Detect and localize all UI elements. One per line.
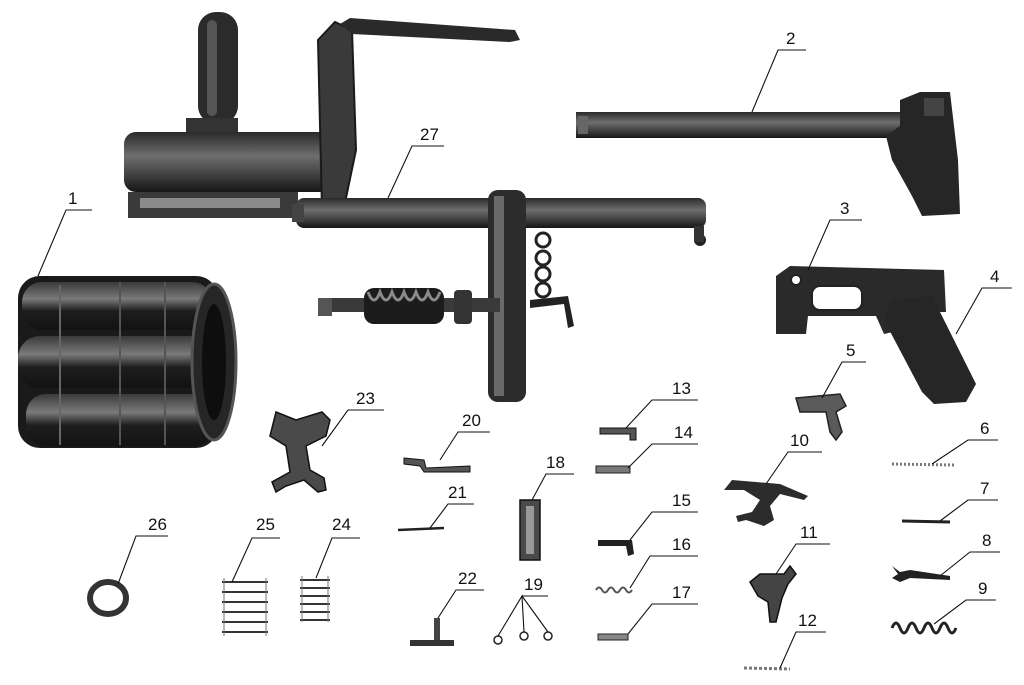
part-8-spring-guide [892, 566, 950, 582]
leader-17 [627, 603, 698, 635]
leader-6 [931, 439, 998, 465]
callout-label-4: 4 [990, 267, 999, 286]
callout-label-17: 17 [672, 583, 691, 602]
callout-label-15: 15 [672, 491, 691, 510]
leader-8 [939, 551, 1000, 577]
part-14-pin [595, 465, 631, 474]
part-25-spring [222, 578, 268, 636]
part-13-lever [599, 427, 637, 441]
callout-label-5: 5 [846, 341, 855, 360]
leader-19b [521, 595, 549, 633]
part-9-spring [890, 621, 958, 635]
leader-22 [437, 589, 484, 619]
callout-label-21: 21 [448, 483, 467, 502]
leader-26 [117, 535, 168, 585]
callout-label-1: 1 [68, 189, 77, 208]
leader-12 [779, 631, 826, 669]
leader-15 [629, 511, 698, 541]
callout-label-25: 25 [256, 515, 275, 534]
leader-27 [387, 145, 444, 199]
callout-label-16: 16 [672, 535, 691, 554]
part-16-spring [595, 586, 633, 594]
callout-label-14: 14 [674, 423, 693, 442]
part-20-rod [403, 457, 471, 473]
part-5-lever [795, 393, 847, 442]
piston-assembly [318, 190, 574, 402]
callout-label-9: 9 [978, 579, 987, 598]
part-18-plate [519, 499, 541, 561]
part-22-striker [410, 618, 454, 646]
callout-label-19: 19 [524, 575, 543, 594]
leader-21 [429, 503, 474, 529]
leader-23 [321, 409, 384, 447]
callout-label-10: 10 [790, 431, 809, 450]
part-21-pin [397, 526, 445, 532]
part-23-ejector [269, 410, 331, 494]
leader-16 [629, 555, 698, 589]
part-12-pin [743, 666, 791, 671]
callout-label-18: 18 [546, 453, 565, 472]
callout-label-2: 2 [786, 29, 795, 48]
leader-11 [775, 543, 830, 575]
callout-label-20: 20 [462, 411, 481, 430]
receiver-assembly [124, 12, 520, 218]
callout-label-13: 13 [672, 379, 691, 398]
part-24-spring [300, 576, 330, 622]
leader-24 [315, 537, 360, 579]
leader-2 [751, 49, 806, 113]
callout-label-6: 6 [980, 419, 989, 438]
leader-1 [37, 209, 92, 277]
leader-18 [531, 473, 574, 501]
part-17-pin [597, 633, 629, 641]
callout-label-27: 27 [420, 125, 439, 144]
callout-label-12: 12 [798, 611, 817, 630]
callout-label-26: 26 [148, 515, 167, 534]
part-6-pin [891, 462, 955, 467]
part-7-pin [901, 519, 951, 524]
callout-label-22: 22 [458, 569, 477, 588]
part-19-rings [493, 631, 553, 645]
leader-7 [939, 499, 998, 522]
leader-14 [627, 443, 698, 469]
callout-label-8: 8 [982, 531, 991, 550]
part-10-fork [724, 480, 808, 526]
callout-label-7: 7 [980, 479, 989, 498]
callouts: 1 2 3 4 5 6 7 8 9 10 11 12 13 [37, 29, 1012, 669]
callout-label-11: 11 [800, 523, 818, 542]
leader-9 [933, 599, 996, 625]
leader-13 [625, 399, 698, 429]
callout-label-3: 3 [840, 199, 849, 218]
callout-label-23: 23 [356, 389, 375, 408]
leader-20 [439, 431, 490, 461]
leader-4 [955, 287, 1012, 335]
leader-5 [821, 361, 866, 399]
part-3-4-trigger-group [776, 266, 976, 404]
callout-label-24: 24 [332, 515, 351, 534]
leader-10 [765, 451, 822, 485]
leader-25 [231, 537, 280, 583]
part-15-bracket [598, 540, 634, 556]
leader-19a [497, 594, 525, 637]
part-1-drum [18, 276, 238, 448]
leader-3 [807, 219, 862, 271]
part-26-ring [87, 579, 129, 617]
part-2-stock [576, 92, 960, 216]
part-11-trigger [749, 564, 797, 623]
